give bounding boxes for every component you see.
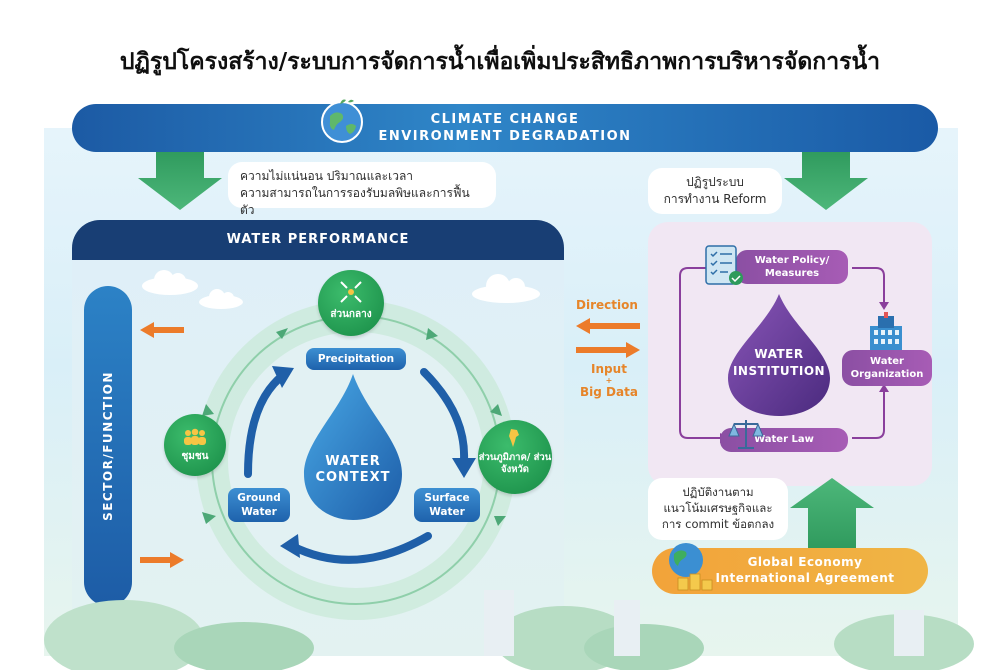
direction-label: Direction [576,298,638,312]
institution-drop-icon [728,294,830,416]
ground-water-pill: Ground Water [228,488,290,522]
water-policy-line-2: Measures [764,268,820,279]
reform-note: ปฏิรูประบบ การทำงาน Reform [648,168,782,214]
down-arrow-left-icon [138,150,222,210]
banner-line-2: ENVIRONMENT DEGRADATION [378,129,632,144]
global-line-1: Global Economy [747,555,863,569]
scales-of-justice-icon [728,420,764,449]
banner-line-1: CLIMATE CHANGE [430,112,580,127]
converge-arrows-icon [340,281,362,303]
practice-line-1: ปฏิบัติงานตาม [682,485,754,499]
left-arrow-icon [140,322,184,338]
water-organization-pill: Water Organization [842,350,932,386]
cloud-icon [472,274,540,303]
people-icon [184,428,206,445]
checklist-icon [705,245,743,285]
central-node-label: ส่วนกลาง [330,309,372,320]
sector-function-label: SECTOR/FUNCTION [101,371,115,521]
input-arrow-icon [576,342,640,358]
water-organization-line-1: Water [870,356,904,367]
reform-line-2: การทำงาน Reform [663,192,767,206]
practice-line-3: การ commit ข้อตกลง [661,517,775,531]
regional-node: ส่วนภูมิภาค/ ส่วนจังหวัด [478,420,552,494]
water-context-label: WATER CONTEXT [300,454,406,486]
input-line-2: Big Data [580,385,638,399]
surface-water-line-2: Water [429,506,465,518]
input-plus: + [605,376,613,385]
sector-function-bar [84,286,132,606]
precipitation-pill: Precipitation [306,348,406,370]
page-title: ปฏิรูปโครงสร้าง/ระบบการจัดการน้ำเพื่อเพิ… [119,49,881,75]
water-organization-line-2: Organization [850,369,924,380]
water-context-line-1: WATER [325,454,381,469]
reform-line-1: ปฏิรูประบบ [686,175,744,189]
community-node-label: ชุมชน [181,451,209,462]
landscape-decoration [44,590,974,670]
globe-coins-icon [669,543,713,591]
uncertainty-line-2: ความสามารถในการรองรับมลพิษและการฟื้นตัว [240,186,470,217]
water-institution-label: WATER INSTITUTION [724,346,834,380]
water-policy-line-1: Water Policy/ [754,255,830,266]
direction-arrow-icon [576,318,640,334]
earth-icon [321,99,363,143]
water-institution-line-2: INSTITUTION [732,364,826,378]
surface-water-pill: Surface Water [414,488,480,522]
uncertainty-line-1: ความไม่แน่นอน ปริมาณและเวลา [240,169,414,183]
thailand-map-icon [509,429,519,447]
central-node: ส่วนกลาง [318,270,384,336]
water-institution-line-1: WATER [754,347,804,361]
cloud-icon [142,270,198,295]
water-performance-header: WATER PERFORMANCE [72,220,564,260]
cloud-icon [199,289,243,309]
water-context-line-2: CONTEXT [315,470,391,485]
ground-water-line-2: Water [241,506,277,518]
uncertainty-note: ความไม่แน่นอน ปริมาณและเวลา ความสามารถใน… [228,162,496,217]
climate-banner: CLIMATE CHANGE ENVIRONMENT DEGRADATION [72,104,938,152]
building-icon [870,312,902,350]
regional-node-label: ส่วนภูมิภาค/ ส่วนจังหวัด [478,452,552,475]
input-big-data-label: Input + Big Data [570,362,648,400]
up-arrow-icon [790,478,874,550]
global-line-2: International Agreement [715,571,895,585]
community-node: ชุมชน [164,414,226,476]
water-policy-pill: Water Policy/ Measures [736,250,848,284]
water-drop-icon [304,374,402,520]
practice-line-2: แนวโน้มเศรษฐกิจและ [663,501,773,515]
practice-note: ปฏิบัติงานตาม แนวโน้มเศรษฐกิจและ การ com… [648,478,788,540]
input-line-1: Input [591,362,627,376]
ground-water-line-1: Ground [237,492,281,504]
surface-water-line-1: Surface [424,492,470,504]
right-arrow-icon [140,552,184,568]
down-arrow-right-icon [784,150,868,210]
